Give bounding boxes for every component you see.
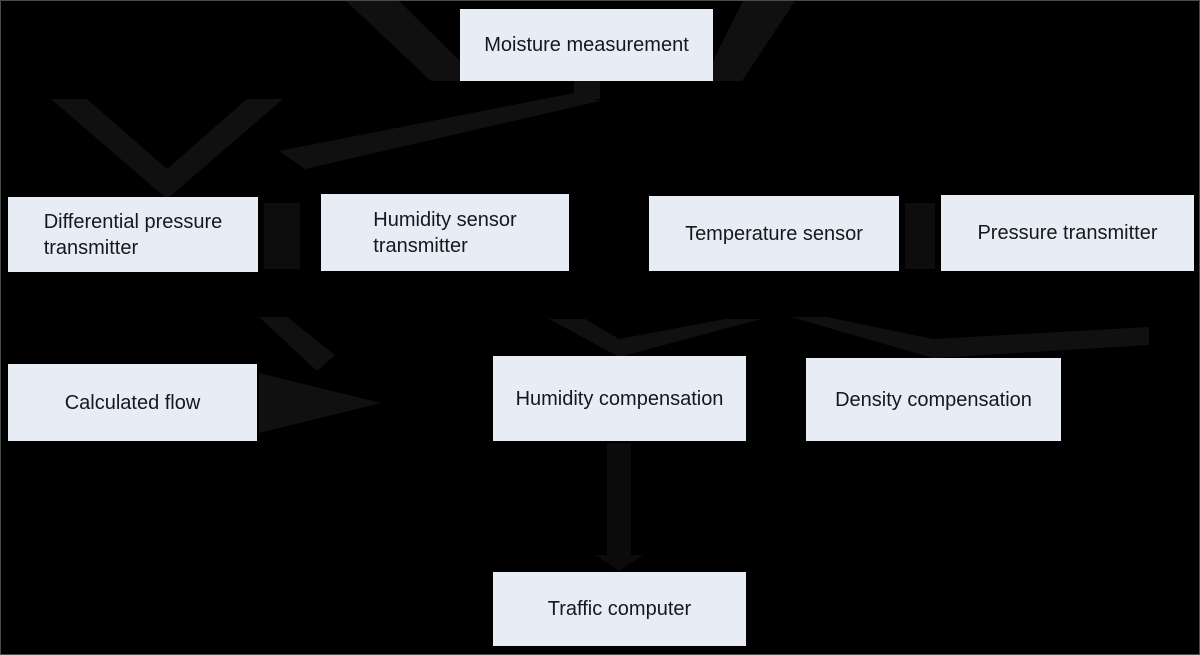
arrow-band-dp-down-to-flow <box>259 317 335 371</box>
node-pressure-transmitter: Pressure transmitter <box>941 195 1194 271</box>
arrow-chevron-into-differential-pressure <box>51 99 283 199</box>
arrow-bar-temp-to-pressure <box>905 203 935 269</box>
node-label-traffic-computer: Traffic computer <box>547 598 692 620</box>
arrow-into-moisture-right <box>712 1 795 81</box>
node-label-differential-pressure-transmitter: Differential pressure transmitter <box>43 210 223 259</box>
arrow-chevron-into-density-compensation <box>791 317 1149 358</box>
arrow-band-moisture-to-left-group <box>279 93 600 169</box>
node-humidity-compensation: Humidity compensation <box>493 356 746 441</box>
node-calculated-flow: Calculated flow <box>8 364 257 441</box>
node-label-moisture-measurement: Moisture measurement <box>484 34 689 56</box>
arrow-stub-comp-to-computer <box>607 443 631 555</box>
node-traffic-computer: Traffic computer <box>493 572 746 646</box>
node-label-density-compensation: Density compensation <box>835 388 1032 411</box>
arrow-chevron-into-humidity-compensation <box>549 319 761 357</box>
arrow-stub-moisture-down <box>574 81 600 99</box>
arrow-bar-dp-to-humidity-sensor <box>264 203 300 269</box>
arrow-into-moisture-left <box>346 1 462 81</box>
node-moisture-measurement: Moisture measurement <box>460 9 713 81</box>
node-label-humidity-sensor-transmitter: Humidity sensor transmitter <box>373 208 517 257</box>
node-density-compensation: Density compensation <box>806 358 1061 441</box>
node-temperature-sensor: Temperature sensor <box>649 196 899 271</box>
node-label-temperature-sensor: Temperature sensor <box>685 222 863 245</box>
node-humidity-sensor-transmitter: Humidity sensor transmitter <box>321 194 569 271</box>
arrow-head-into-traffic-computer <box>595 555 643 571</box>
node-label-humidity-compensation: Humidity compensation <box>515 387 724 410</box>
arrow-flow-right <box>259 373 381 433</box>
node-differential-pressure-transmitter: Differential pressure transmitter <box>8 197 258 272</box>
node-label-pressure-transmitter: Pressure transmitter <box>977 222 1158 244</box>
node-label-calculated-flow: Calculated flow <box>64 391 201 414</box>
